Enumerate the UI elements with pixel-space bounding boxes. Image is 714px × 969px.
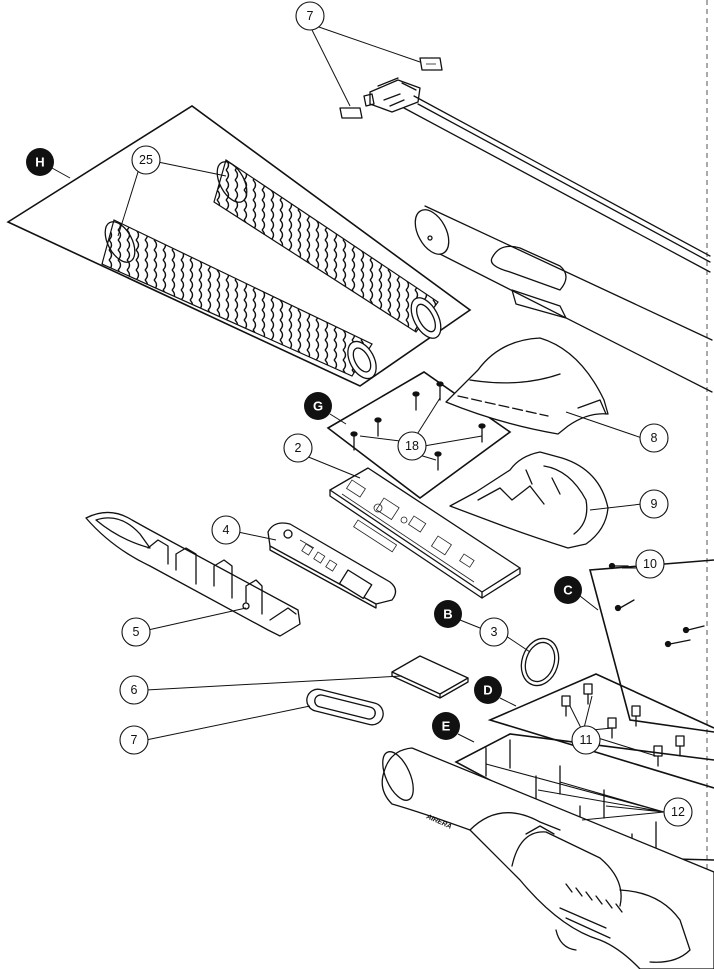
screws-10 — [608, 562, 705, 648]
svg-text:3: 3 — [491, 625, 498, 639]
group-g-frame — [326, 371, 512, 499]
oval-gasket — [306, 688, 384, 726]
svg-text:9: 9 — [651, 497, 658, 511]
screws-18 — [350, 381, 486, 471]
callout-6: 6 — [119, 675, 149, 705]
group-d-frame — [487, 673, 714, 789]
svg-text:12: 12 — [671, 805, 685, 819]
callout-5: 5 — [121, 617, 151, 647]
filter-pad — [391, 655, 469, 699]
callout-7-top: 7 — [295, 1, 325, 31]
group-label-g: G — [304, 392, 332, 420]
group-c-frame — [588, 559, 714, 733]
callout-10: 10 — [635, 549, 665, 579]
circuit-board — [329, 467, 521, 599]
group-label-h: H — [26, 148, 54, 176]
hose-lower — [101, 219, 377, 380]
appliance-body: AIRERA — [381, 747, 714, 969]
keypad-overlay — [267, 522, 397, 609]
small-pad-bottom — [339, 107, 363, 119]
o-ring — [520, 637, 560, 687]
svg-text:D: D — [483, 683, 492, 698]
callout-12: 12 — [663, 797, 693, 827]
group-h-frame — [6, 105, 472, 387]
svg-text:8: 8 — [651, 431, 658, 445]
cable-connector — [363, 77, 711, 273]
svg-text:B: B — [443, 607, 452, 622]
svg-text:25: 25 — [139, 153, 153, 167]
callout-18: 18 — [397, 431, 427, 461]
group-label-c: C — [554, 576, 582, 604]
small-pad-top — [419, 57, 443, 71]
svg-text:4: 4 — [223, 523, 230, 537]
callout-8: 8 — [639, 423, 669, 453]
callout-7-bottom: 7 — [119, 725, 149, 755]
svg-text:11: 11 — [580, 733, 593, 747]
svg-text:18: 18 — [405, 439, 419, 453]
svg-text:10: 10 — [643, 557, 657, 571]
callout-25: 25 — [131, 145, 161, 175]
svg-text:2: 2 — [295, 441, 302, 455]
svg-text:H: H — [35, 155, 44, 170]
svg-text:G: G — [313, 399, 323, 414]
hose-upper — [213, 159, 442, 339]
leader-lines — [117, 25, 665, 821]
handle-tube — [414, 205, 713, 393]
lower-chassis — [85, 511, 301, 637]
callout-11: 11 — [571, 725, 601, 755]
callout-9: 9 — [639, 489, 669, 519]
svg-text:E: E — [442, 719, 451, 734]
group-label-d: D — [474, 676, 502, 704]
group-label-e: E — [432, 712, 460, 740]
svg-text:5: 5 — [133, 625, 140, 639]
svg-text:C: C — [563, 583, 573, 598]
group-label-b: B — [434, 600, 462, 628]
svg-text:7: 7 — [307, 9, 314, 23]
lower-cover — [449, 451, 609, 549]
upper-cover — [445, 337, 609, 435]
callout-4: 4 — [211, 515, 241, 545]
svg-text:7: 7 — [131, 733, 138, 747]
svg-text:6: 6 — [131, 683, 138, 697]
callout-3: 3 — [479, 617, 509, 647]
callout-2: 2 — [283, 433, 313, 463]
group-pointer-lines — [51, 167, 599, 743]
